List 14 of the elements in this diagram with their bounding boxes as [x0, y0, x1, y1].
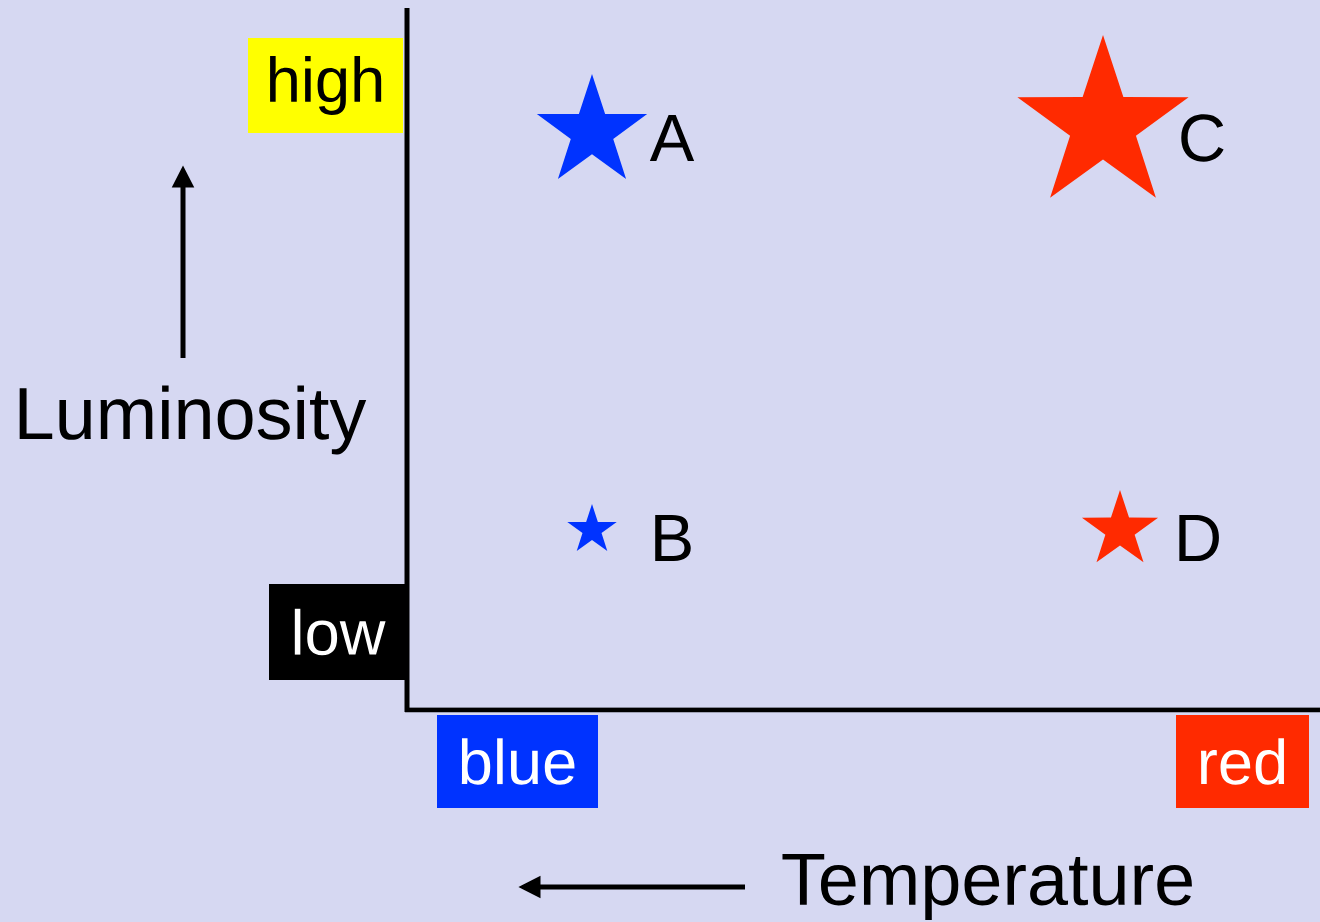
star-letter: D: [1179, 515, 1219, 561]
star-letter: B: [655, 515, 691, 561]
star-shape: [1081, 490, 1159, 563]
axis-title: Temperature: [782, 853, 1192, 921]
label-box: high: [248, 38, 403, 133]
star-shape: [536, 74, 648, 179]
star-letter: C: [1181, 114, 1224, 162]
node-label: low: [294, 608, 386, 656]
star-letter: A: [649, 115, 695, 161]
axis-title: Luminosity: [19, 385, 367, 455]
label-box: blue: [437, 715, 598, 808]
label-box: red: [1176, 715, 1309, 808]
label-box: low: [269, 584, 407, 680]
star-shape: [567, 504, 617, 552]
